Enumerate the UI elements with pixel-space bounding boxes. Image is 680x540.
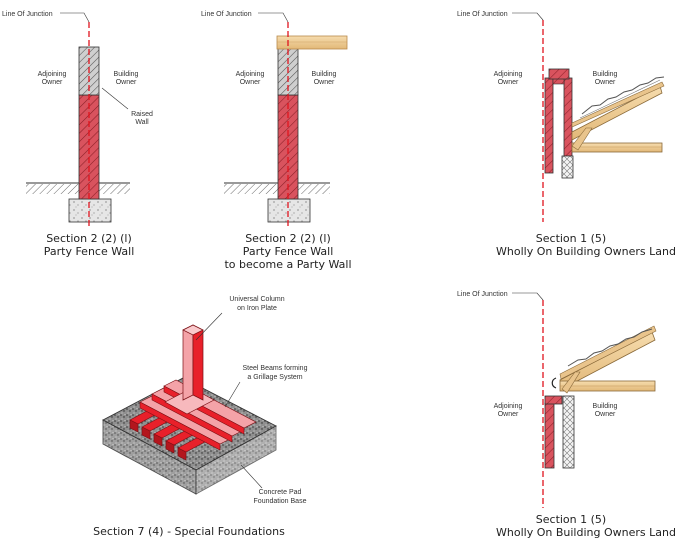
caption-line2: Wholly On Building Owners Land <box>496 526 676 539</box>
adjoining-label: Adjoining <box>494 71 523 78</box>
diagram-special-foundations: Universal Column on Iron Plate Steel Bea… <box>93 296 307 538</box>
owner-label: Owner <box>498 79 519 86</box>
outer-leaf-wall <box>544 402 555 469</box>
roof-batten <box>559 325 657 380</box>
building-owner-label: Owner <box>595 79 616 86</box>
block-wall <box>562 395 575 469</box>
building-owner-label: Owner <box>314 79 335 86</box>
column-leader <box>195 312 223 341</box>
diagram-party-fence-wall: Line Of Junction Adjoining Owner Buildin… <box>2 11 153 258</box>
universal-column-web <box>192 324 204 401</box>
junction-label: Line Of Junction <box>457 291 508 298</box>
strut <box>571 127 593 151</box>
inner-leaf-wall <box>563 77 573 157</box>
owner-label: Owner <box>42 79 63 86</box>
grillage-label: a Grillage System <box>247 374 302 381</box>
building-owner-label: Owner <box>595 411 616 418</box>
caption-line3: to become a Party Wall <box>224 258 351 271</box>
steel-beams-label: Steel Beams forming <box>243 365 308 372</box>
junction-leader <box>258 12 289 23</box>
ground-hatch <box>224 184 330 194</box>
caption-line1: Section 2 (2) (l) <box>46 232 132 245</box>
caption-line2: Wholly On Building Owners Land <box>496 245 676 258</box>
caption-line1: Section 2 (2) (l) <box>245 232 331 245</box>
junction-label: Line Of Junction <box>201 11 252 18</box>
pad-leader <box>240 464 263 489</box>
building-label: Building <box>593 403 618 410</box>
roof-tiles <box>567 328 653 367</box>
roof-batten <box>571 81 665 128</box>
junction-leader <box>512 292 544 301</box>
block-wall <box>561 155 574 179</box>
junction-label: Line Of Junction <box>2 11 53 18</box>
caption-line1: Section 1 (5) <box>536 232 606 245</box>
ceiling-joist <box>571 142 663 153</box>
building-label: Building <box>312 71 337 78</box>
building-label: Building <box>114 71 139 78</box>
caption-line2: Party Fence Wall <box>243 245 334 258</box>
junction-leader <box>512 12 544 21</box>
ground-hatch <box>26 184 130 194</box>
raised-wall-leader <box>101 87 129 110</box>
junction-leader <box>60 12 90 23</box>
caption-line1: Section 7 (4) - Special Foundations <box>93 525 285 538</box>
brick-wall <box>277 94 299 200</box>
building-label: Building <box>593 71 618 78</box>
diagram-wholly-on-building-owners-land-2: Line Of Junction Adjoining Owner Buildin… <box>457 291 676 539</box>
wall-head <box>544 395 563 405</box>
adjoining-label: Adjoining <box>494 403 523 410</box>
gutter-icon <box>551 377 557 389</box>
diagram-party-fence-wall-to-party-wall: Line Of Junction Adjoining Owner Buildin… <box>201 11 352 271</box>
coping <box>548 68 570 80</box>
owner-label: Owner <box>240 79 261 86</box>
caption-line1: Section 1 (5) <box>536 513 606 526</box>
timber-joist <box>276 35 348 50</box>
building-owner-label: Owner <box>116 79 137 86</box>
concrete-footing <box>68 198 112 223</box>
foundation-base-label: Foundation Base <box>254 498 307 505</box>
roof-rafter <box>571 85 663 141</box>
iron-plate-label: on Iron Plate <box>237 305 277 312</box>
adjoining-label: Adjoining <box>38 71 67 78</box>
brick-wall <box>78 94 100 200</box>
caption-line2: Party Fence Wall <box>44 245 135 258</box>
diagram-wholly-on-building-owners-land-1: Line Of Junction Adjoining Owner Buildin… <box>457 11 676 258</box>
outer-leaf-wall <box>544 77 554 174</box>
universal-column-label: Universal Column <box>229 296 284 303</box>
raised-label: Raised <box>131 111 153 118</box>
universal-column-flange <box>182 324 194 401</box>
concrete-pad-label: Concrete Pad <box>259 489 302 496</box>
roof-tiles <box>581 76 665 115</box>
concrete-footing <box>267 198 311 223</box>
roof-tile-line <box>579 79 661 119</box>
wall-label: Wall <box>135 119 149 126</box>
junction-label: Line Of Junction <box>457 11 508 18</box>
adjoining-label: Adjoining <box>236 71 265 78</box>
owner-label: Owner <box>498 411 519 418</box>
beams-leader <box>224 381 241 408</box>
universal-column-top <box>182 324 204 336</box>
concrete-pad-right <box>195 425 277 495</box>
strut <box>561 371 581 394</box>
